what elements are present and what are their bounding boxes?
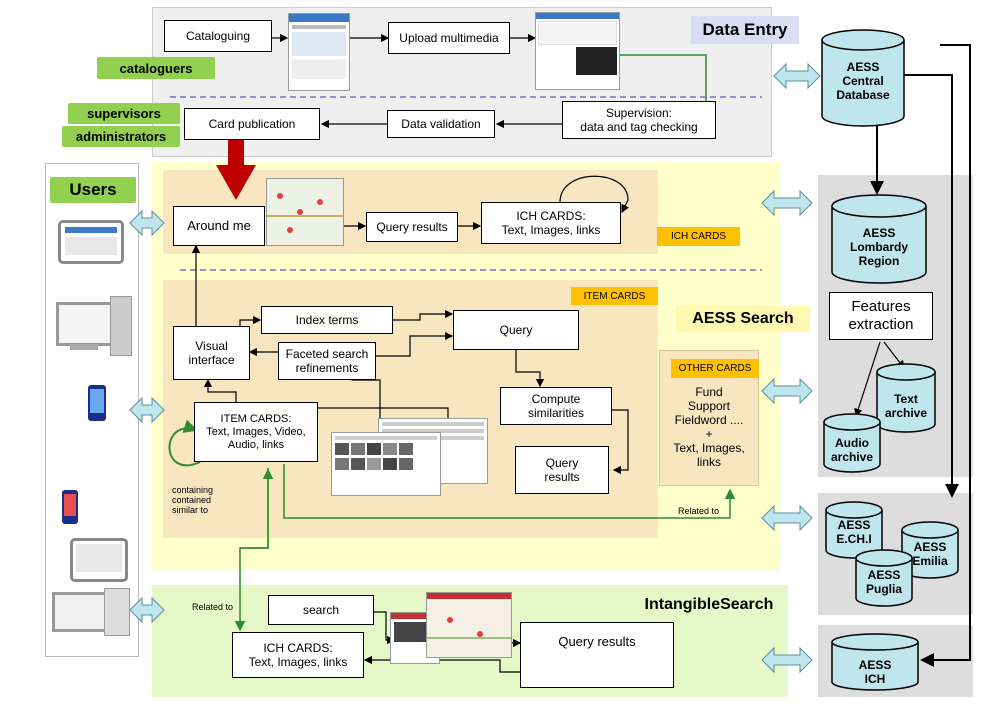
related-to-label-other: Related to	[678, 506, 720, 516]
ich-cards-tag: ICH CARDS	[657, 227, 740, 246]
audio-archive-database: Audio archive	[822, 412, 882, 474]
related-to-label-intangible: Related to	[192, 602, 234, 612]
aess-ich-database: AESS ICH	[830, 632, 920, 692]
lombardy-db-label: AESS Lombardy Region	[849, 226, 908, 268]
supervision-box: Supervision: data and tag checking	[562, 101, 716, 139]
smartphone-device-1	[88, 385, 106, 421]
users-tag: Users	[50, 177, 136, 203]
upload-multimedia-box: Upload multimedia	[388, 22, 510, 54]
central-db-label: AESS Central Database	[836, 60, 890, 102]
query-box: Query	[453, 310, 579, 350]
item-cards-tag: ITEM CARDS	[571, 287, 658, 305]
intangible-search-title: IntangibleSearch	[644, 596, 774, 613]
item-cards-box: ITEM CARDS: Text, Images, Video, Audio, …	[194, 402, 318, 462]
aess-search-title: AESS Search	[676, 306, 810, 332]
text-archive-database: Text archive	[875, 362, 937, 434]
text-archive-label: Text archive	[884, 392, 928, 420]
query-results-box: Query results	[515, 446, 609, 494]
ich-query-results-box: Query results	[366, 212, 458, 242]
containing-note: containing contained similar to	[172, 485, 214, 515]
search-results-screenshot	[331, 432, 441, 496]
data-validation-box: Data validation	[387, 110, 495, 138]
other-cards-tag: OTHER CARDS	[671, 359, 759, 378]
multi-device	[52, 588, 132, 640]
aess-echi-database: AESS E.CH.I	[824, 500, 884, 560]
faceted-search-box: Faceted search refinements	[278, 342, 376, 380]
puglia-label: AESS Puglia	[865, 568, 902, 596]
data-entry-title: Data Entry	[691, 16, 799, 44]
compute-similarities-box: Compute similarities	[500, 387, 612, 425]
aess-lombardy-database: AESS Lombardy Region	[830, 192, 928, 284]
desktop-computer	[56, 296, 132, 360]
around-me-box: Around me	[173, 206, 265, 246]
map-screenshot	[266, 178, 344, 246]
visual-interface-box: Visual interface	[173, 326, 250, 380]
card-publication-box: Card publication	[184, 108, 320, 140]
administrators-tag: administrators	[62, 126, 180, 147]
features-extraction-box: Features extraction	[829, 292, 933, 340]
index-terms-box: Index terms	[261, 306, 393, 334]
intangible-map-screenshot	[426, 592, 512, 658]
supervisors-tag: supervisors	[68, 103, 180, 124]
cataloguers-tag: cataloguers	[97, 57, 215, 79]
intangible-query-results-box: Query results	[520, 622, 674, 688]
aess-emilia-database: AESS Emilia	[900, 520, 960, 580]
upload-screenshot	[535, 12, 620, 90]
ich-cards-box: ICH CARDS: Text, Images, links	[481, 202, 621, 244]
aess-puglia-database: AESS Puglia	[854, 548, 914, 608]
intangible-search-box: search	[268, 595, 374, 625]
aess-central-database: AESS Central Database	[820, 28, 906, 128]
cataloguing-screenshot	[288, 13, 350, 91]
echi-label: AESS E.CH.I	[836, 518, 872, 546]
emilia-label: AESS Emilia	[912, 540, 948, 568]
tablet-device-2	[70, 538, 128, 582]
audio-archive-label: Audio archive	[830, 436, 874, 464]
intangible-ich-cards-box: ICH CARDS: Text, Images, links	[232, 632, 364, 678]
smartphone-device-2	[62, 490, 78, 524]
ich-db-label: AESS ICH	[858, 658, 892, 686]
tablet-device-1	[58, 220, 124, 264]
cataloguing-box: Cataloguing	[164, 20, 272, 52]
